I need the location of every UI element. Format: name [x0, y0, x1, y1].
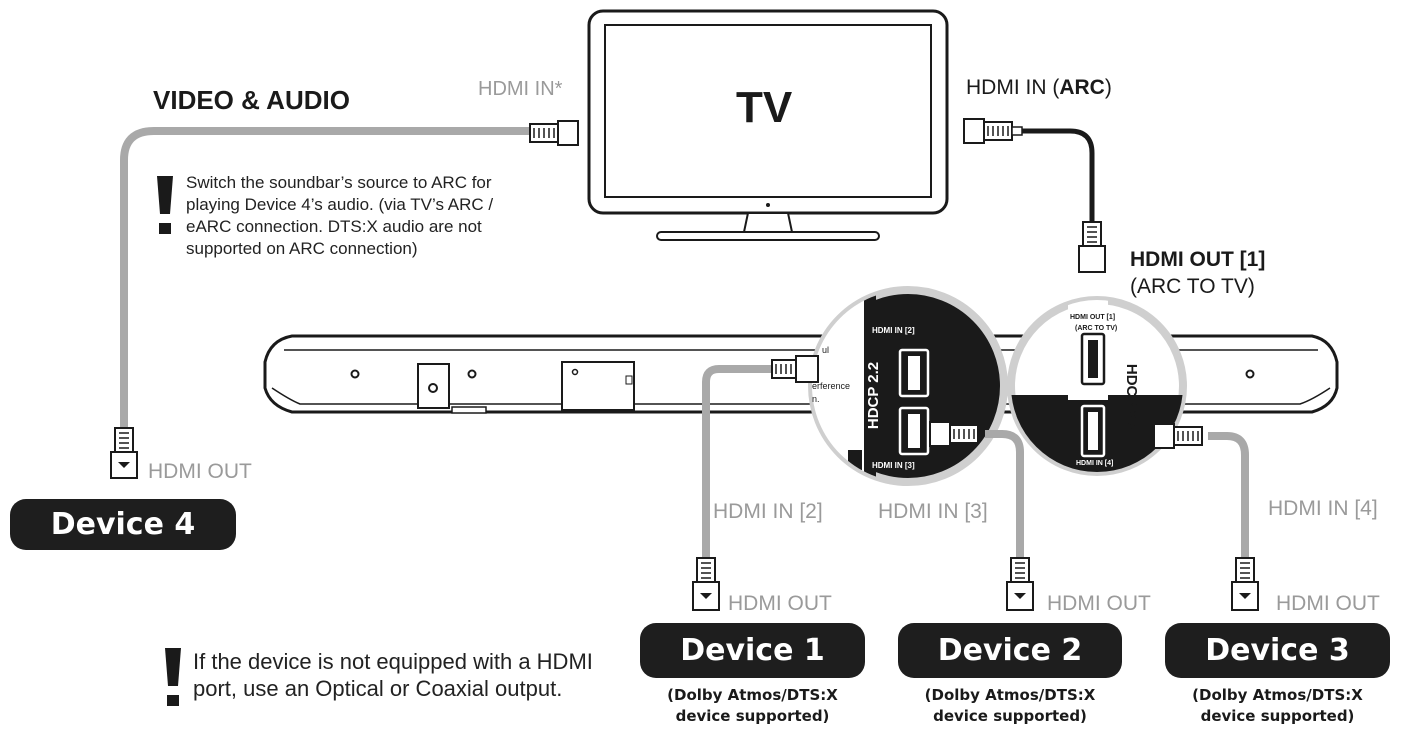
tv-label: TV — [736, 83, 793, 132]
hdmi-in-arc-prefix: HDMI IN ( — [966, 76, 1060, 99]
device4-hdmi-out-label: HDMI OUT — [148, 460, 252, 483]
device2-hdmi-out-label: HDMI OUT — [1047, 592, 1151, 615]
device1-hdmi-out-label: HDMI OUT — [728, 592, 832, 615]
tv — [587, 9, 949, 241]
hdmi-plug-device4 — [110, 427, 138, 479]
hdmi-in-arc-label: HDMI IN (ARC) — [966, 77, 1112, 98]
device3-hdmi-out-label: HDMI OUT — [1276, 592, 1380, 615]
hdmi-in-2-label: HDMI IN [2] — [713, 500, 823, 523]
device-1-support: (Dolby Atmos/DTS:X device supported) — [667, 686, 838, 725]
video-audio-label: VIDEO & AUDIO — [153, 85, 350, 115]
hdmi-in-star-label: HDMI IN* — [478, 78, 563, 100]
hdmi-in-3-label: HDMI IN [3] — [878, 500, 988, 523]
hdmi-plug-tv-in — [529, 120, 579, 146]
hdmi-plug-in2 — [771, 355, 819, 383]
zoom-right-hdcp: HDCP 2.2 — [1123, 363, 1141, 432]
hdmi-out-1-subtitle: (ARC TO TV) — [1130, 275, 1255, 298]
hdmi-plug-tv-arc — [963, 118, 1023, 144]
hdmi-in-arc-suffix: ) — [1104, 76, 1112, 99]
device-3-support: (Dolby Atmos/DTS:X device supported) — [1192, 686, 1363, 725]
device-4-box: Device 4 — [10, 499, 236, 550]
zoom-right-bottom-port: HDMI IN [4] — [1076, 460, 1114, 467]
cable-device1 — [702, 365, 772, 560]
hdmi-plug-out1 — [1078, 221, 1106, 273]
hdmi-plug-device2 — [1006, 557, 1034, 611]
cable-device4-tv — [120, 127, 534, 436]
zoom-left-cut-text-1: ul — [822, 345, 830, 355]
cable-device3 — [1208, 432, 1249, 560]
soundbar-arc-note: Switch the soundbar’s source to ARC for … — [186, 173, 494, 258]
hdmi-plug-in3 — [929, 421, 979, 447]
warning-icon-soundbar — [157, 176, 173, 234]
zoom-left-bottom-port-label: HDMI IN [3] — [872, 461, 915, 470]
zoom-left-cut-text-3: n. — [812, 394, 820, 404]
hdmi-in-4-label: HDMI IN [4] — [1268, 497, 1378, 520]
zoom-left-hdcp: HDCP 2.2 — [865, 361, 883, 430]
warning-icon-optical — [165, 648, 181, 706]
zoom-left — [808, 286, 1008, 486]
device-3-box: Device 3 — [1165, 623, 1390, 678]
cable-tv-arc — [1022, 128, 1095, 222]
cable-device2 — [985, 430, 1024, 560]
device-2-support: (Dolby Atmos/DTS:X device supported) — [924, 686, 1096, 725]
zoom-left-top-port-label: HDMI IN [2] — [872, 326, 915, 335]
zoom-left-cut-text-2: erference — [812, 381, 851, 391]
optical-coaxial-note: If the device is not equipped with a HDM… — [193, 649, 593, 701]
zoom-right-top-line2: (ARC TO TV) — [1075, 325, 1118, 332]
device-1-box: Device 1 — [640, 623, 865, 678]
device-2-box: Device 2 — [898, 623, 1122, 678]
zoom-right-top-line1: HDMI OUT [1] — [1070, 314, 1116, 321]
hdmi-plug-in4 — [1153, 423, 1203, 449]
hdmi-out-1-title: HDMI OUT [1] — [1130, 248, 1266, 271]
hdmi-plug-device3 — [1231, 557, 1259, 611]
hdmi-plug-device1 — [692, 557, 720, 611]
hdmi-in-arc-bold: ARC — [1059, 76, 1105, 99]
